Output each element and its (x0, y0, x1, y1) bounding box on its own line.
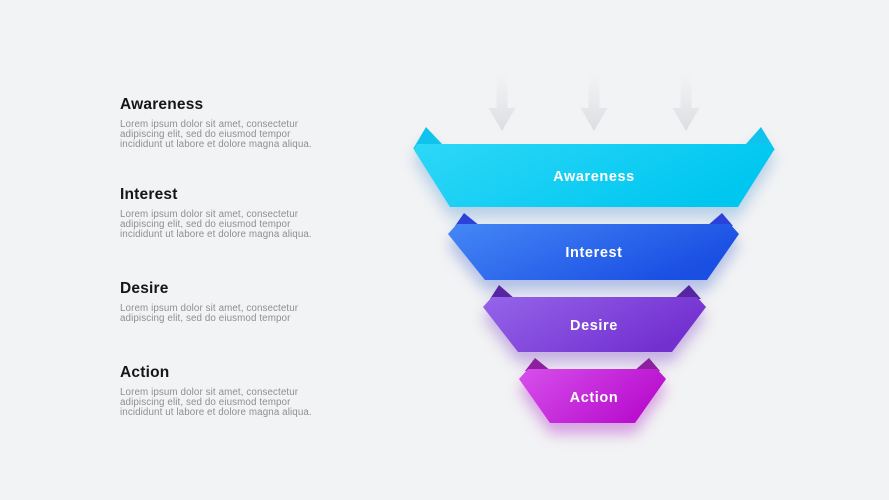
funnel-segment-awareness: Awareness (413, 127, 775, 207)
segment-label: Awareness (553, 169, 635, 185)
stage-description: Lorem ipsum dolor sit amet, consectetur … (120, 303, 299, 324)
funnel-segment-action: Action (519, 358, 666, 423)
corner-flap-right-icon (634, 358, 660, 371)
segment-label: Interest (565, 245, 622, 261)
segment-body (519, 369, 666, 423)
down-arrow-3 (672, 72, 700, 131)
flow-arrows (488, 72, 700, 131)
segment-body (448, 224, 739, 280)
down-arrow-2 (580, 72, 608, 131)
stage-heading: Awareness (120, 96, 204, 113)
segment-label: Action (570, 390, 619, 406)
corner-flap-left-icon (455, 213, 480, 226)
funnel-segment-interest: Interest (448, 213, 739, 280)
stage-heading: Desire (120, 280, 169, 297)
funnel-segment-desire: Desire (483, 285, 706, 352)
corner-flap-right-icon (674, 285, 701, 299)
stage-text-action: Action Lorem ipsum dolor sit amet, conse… (120, 364, 335, 418)
corner-flap-left-icon (490, 285, 515, 299)
stage-text-interest: Interest Lorem ipsum dolor sit amet, con… (120, 186, 335, 240)
stage-heading: Interest (120, 186, 178, 203)
down-arrow-1 (488, 72, 516, 131)
stage-text-desire: Desire Lorem ipsum dolor sit amet, conse… (120, 280, 335, 324)
stage-description: Lorem ipsum dolor sit amet, consectetur … (120, 209, 312, 240)
corner-flap-left-icon (413, 127, 442, 149)
corner-flap-right-icon (707, 213, 733, 226)
corner-flap-left-icon (525, 358, 551, 371)
stage-description: Lorem ipsum dolor sit amet, consectetur … (120, 387, 312, 418)
segment-body (414, 144, 774, 207)
stage-description: Lorem ipsum dolor sit amet, consectetur … (120, 119, 312, 150)
stage-heading: Action (120, 364, 170, 381)
segment-label: Desire (570, 318, 618, 334)
stage-text-awareness: Awareness Lorem ipsum dolor sit amet, co… (120, 96, 335, 150)
segment-body (483, 297, 706, 352)
